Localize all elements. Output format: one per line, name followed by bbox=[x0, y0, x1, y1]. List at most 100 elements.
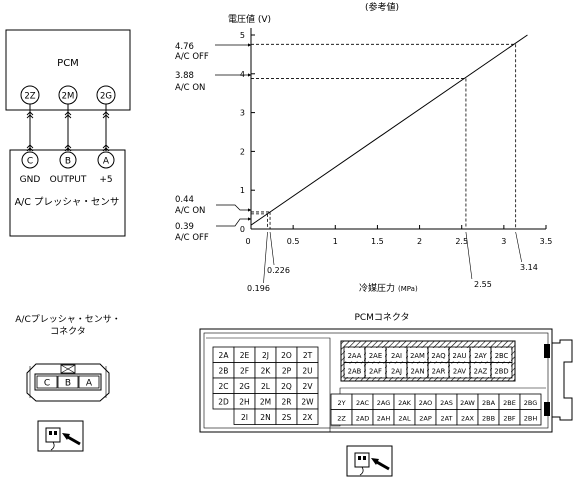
pcm-terminal-label: 2M bbox=[62, 92, 75, 102]
pcm-pin-label: 2AS bbox=[440, 399, 453, 407]
annotation-value: 3.88 bbox=[175, 71, 194, 81]
pcm-pin-label: 2BD bbox=[494, 367, 508, 375]
sensor-connector-view: A/Cプレッシャ・センサ・ コネクタ C B A bbox=[15, 314, 121, 452]
pcm-pin-label: 2G bbox=[239, 382, 250, 391]
x-tick-label: 2.5 bbox=[455, 237, 468, 246]
pcm-pin-label: 2BA bbox=[482, 399, 496, 407]
annotation-state: A/C OFF bbox=[175, 233, 209, 243]
sensor-box bbox=[9, 149, 126, 237]
pcm-pin-label: 2AF bbox=[369, 367, 382, 375]
pcm-pin-label: 2AA bbox=[348, 352, 362, 360]
pcm-terminal-label: 2G bbox=[100, 92, 112, 102]
connector-symbol bbox=[26, 111, 34, 119]
pcm-pin-label: 2AE bbox=[369, 352, 382, 360]
pcm-pin-2bh bbox=[519, 409, 542, 426]
pcm-pin-label: 2Y bbox=[337, 399, 345, 407]
y-tick-label: 5 bbox=[240, 31, 245, 40]
pcm-pin-label: 2BF bbox=[503, 414, 516, 422]
x-tick-label: 3 bbox=[501, 237, 506, 246]
sensor-terminal-letter: B bbox=[65, 157, 71, 167]
pcm-pin-label: 2AR bbox=[432, 367, 446, 375]
annotation-value: 0.44 bbox=[175, 195, 194, 205]
x-axis-unit: (MPa) bbox=[398, 285, 418, 293]
pcm-pin-label: 2AI bbox=[391, 352, 402, 360]
sensor-connector-title-1: A/Cプレッシャ・センサ・ bbox=[15, 314, 120, 325]
sensor-connector-title-2: コネクタ bbox=[50, 326, 86, 337]
y-axis-label: 電圧値 (V) bbox=[228, 13, 271, 25]
annotation-value: 4.76 bbox=[175, 42, 194, 52]
sensor-terminal-a bbox=[97, 151, 115, 169]
x-tick-label: 0 bbox=[245, 237, 250, 246]
pcm-pin-label: 2AL bbox=[398, 414, 411, 422]
x-axis-label: 冷媒圧力 bbox=[359, 282, 395, 294]
pcm-pin-label: 2H bbox=[239, 397, 249, 406]
sensor-terminal-letter: A bbox=[103, 157, 110, 167]
x-tick-label: 1.5 bbox=[371, 237, 384, 246]
pcm-pin-2bd bbox=[490, 362, 513, 379]
pcm-pin-label: 2AU bbox=[453, 352, 467, 360]
callout-leader bbox=[465, 231, 473, 280]
pcm-pin-2x bbox=[296, 408, 319, 425]
pcm-pin-label: 2AN bbox=[410, 367, 424, 375]
pcm-pin-label: 2BC bbox=[495, 352, 509, 360]
view-direction-icon bbox=[37, 420, 84, 452]
callout-leader bbox=[269, 231, 275, 266]
annotation-state: A/C ON bbox=[175, 206, 205, 216]
pcm-pin-label: 2BB bbox=[482, 414, 495, 422]
annotation-state: A/C OFF bbox=[175, 52, 209, 62]
pcm-pin-label: 2R bbox=[282, 397, 292, 406]
sensor-pin-label: B bbox=[65, 379, 71, 389]
pcm-pin-label: 2U bbox=[302, 366, 312, 375]
pcm-pin-label: 2A bbox=[219, 351, 230, 360]
y-tick-label: 3 bbox=[240, 109, 245, 118]
annotation-value: 0.39 bbox=[175, 222, 194, 232]
pcm-pin-label: 2W bbox=[301, 397, 314, 406]
pcm-pin-label: 2AJ bbox=[391, 367, 402, 375]
pcm-pin-label: 2AX bbox=[461, 414, 475, 422]
pcm-pin-label: 2AO bbox=[419, 399, 433, 407]
pcm-pin-label: 2AK bbox=[398, 399, 412, 407]
pcm-pin-label: 2AY bbox=[474, 352, 487, 360]
pcm-pin-label: 2BH bbox=[524, 414, 538, 422]
pcm-pin-label: 2AM bbox=[410, 352, 425, 360]
pcm-pin-label: 2I bbox=[241, 413, 248, 422]
connector-symbol bbox=[64, 111, 72, 119]
pcm-pin-label: 2AT bbox=[440, 414, 452, 422]
connector-symbol bbox=[102, 111, 110, 119]
pcm-connector-outline bbox=[199, 328, 553, 433]
pcm-pin-label: 2Z bbox=[337, 414, 346, 422]
annotation-state: A/C ON bbox=[175, 83, 205, 93]
sensor-terminal-letter: C bbox=[27, 157, 33, 167]
pcm-pin-label: 2E bbox=[240, 351, 250, 360]
callout-leader bbox=[263, 231, 268, 284]
sensor-pin-b bbox=[57, 375, 79, 389]
pcm-connector-title: PCMコネクタ bbox=[354, 312, 409, 323]
sensor-terminal-b bbox=[59, 151, 77, 169]
pcm-pin-label: 2F bbox=[240, 366, 249, 375]
x-value-callout: 0.196 bbox=[247, 284, 270, 293]
sensor-pin-c bbox=[36, 375, 58, 389]
callout-leader bbox=[515, 231, 522, 263]
sensor-pin-label: A bbox=[86, 379, 93, 389]
x-value-callout: 2.55 bbox=[474, 280, 492, 289]
pcm-pin-label: 2T bbox=[303, 351, 313, 360]
x-tick-label: 0.5 bbox=[287, 237, 300, 246]
sensor-pin-label: C bbox=[44, 379, 50, 389]
y-tick-label: 4 bbox=[240, 70, 245, 79]
sensor-terminal-function: +5 bbox=[99, 175, 112, 185]
pcm-pin-label: 2AZ bbox=[474, 367, 488, 375]
pcm-label: PCM bbox=[57, 58, 79, 69]
pcm-pin-label: 2S bbox=[282, 413, 292, 422]
x-value-callout: 3.14 bbox=[520, 263, 538, 272]
x-tick-label: 2 bbox=[417, 237, 422, 246]
sensor-connector-outline bbox=[26, 363, 110, 402]
pcm-pin-label: 2AC bbox=[356, 399, 369, 407]
sensor-pin-a bbox=[78, 375, 100, 389]
pcm-terminal-label: 2Z bbox=[24, 92, 35, 102]
pcm-pin-label: 2BG bbox=[524, 399, 538, 407]
sensor-terminal-c bbox=[21, 151, 39, 169]
pcm-pin-label: 2V bbox=[303, 382, 314, 391]
series-line bbox=[250, 34, 528, 226]
